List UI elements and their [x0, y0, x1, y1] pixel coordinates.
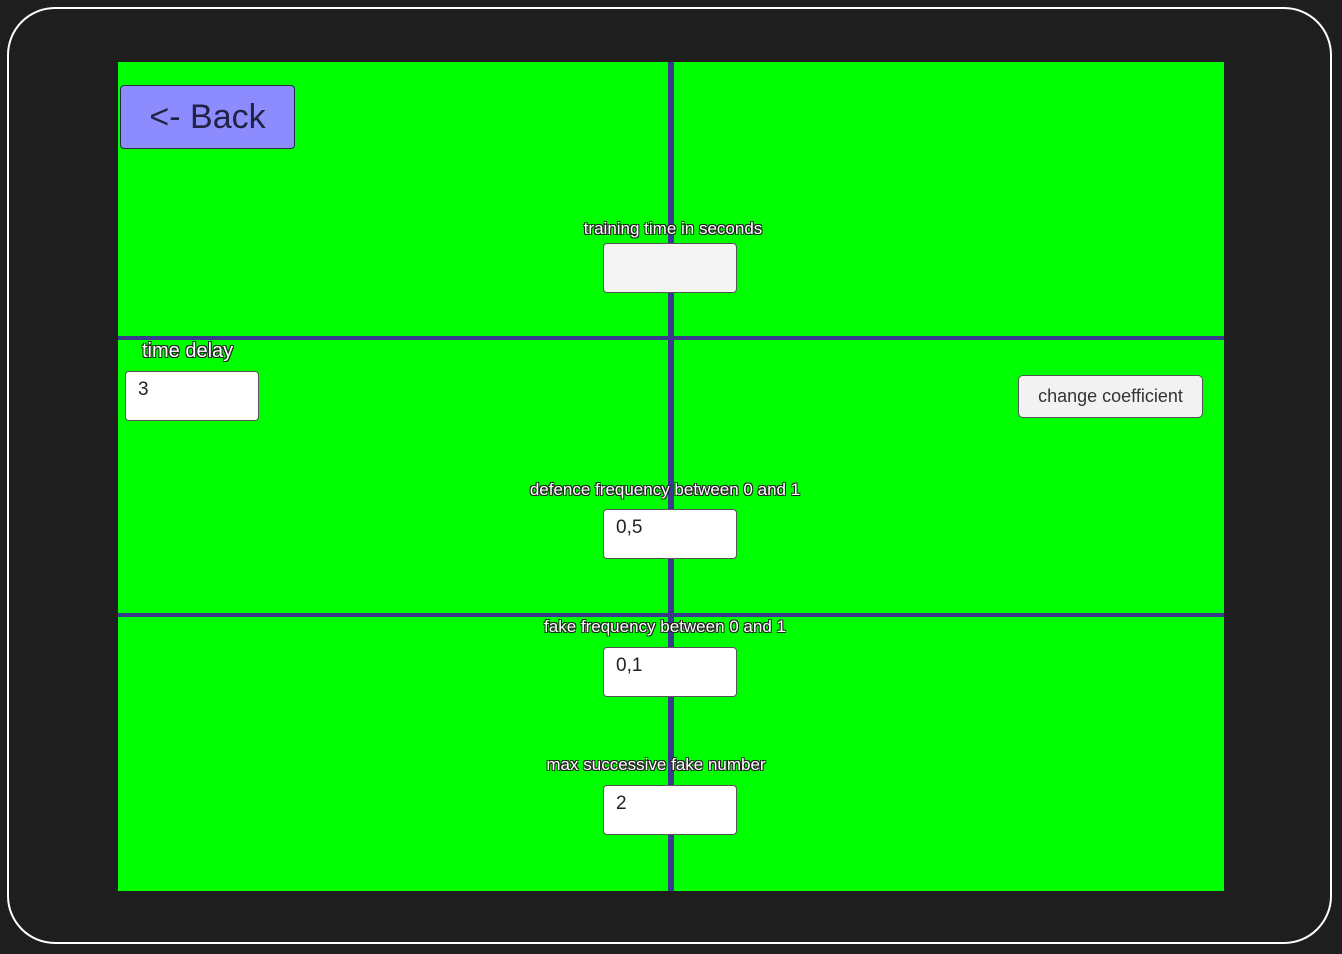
fake-frequency-label: fake frequency between 0 and 1	[544, 617, 786, 636]
time-delay-input[interactable]: 3	[125, 371, 259, 421]
app-screen: <- Back training time in seconds time de…	[118, 62, 1224, 891]
training-time-label: training time in seconds	[583, 219, 763, 238]
change-coefficient-button[interactable]: change coefficient	[1018, 375, 1203, 418]
defence-frequency-label: defence frequency between 0 and 1	[529, 480, 801, 499]
horizontal-divider-top	[118, 336, 1224, 340]
back-button[interactable]: <- Back	[120, 85, 295, 149]
fake-frequency-input[interactable]: 0,1	[603, 647, 737, 697]
horizontal-divider-bottom	[118, 613, 1224, 617]
defence-frequency-input[interactable]: 0,5	[603, 509, 737, 559]
max-successive-fake-label: max successive fake number	[546, 755, 766, 774]
training-time-input[interactable]	[603, 243, 737, 293]
vertical-divider	[668, 62, 674, 891]
time-delay-label: time delay	[142, 340, 234, 362]
max-successive-fake-input[interactable]: 2	[603, 785, 737, 835]
